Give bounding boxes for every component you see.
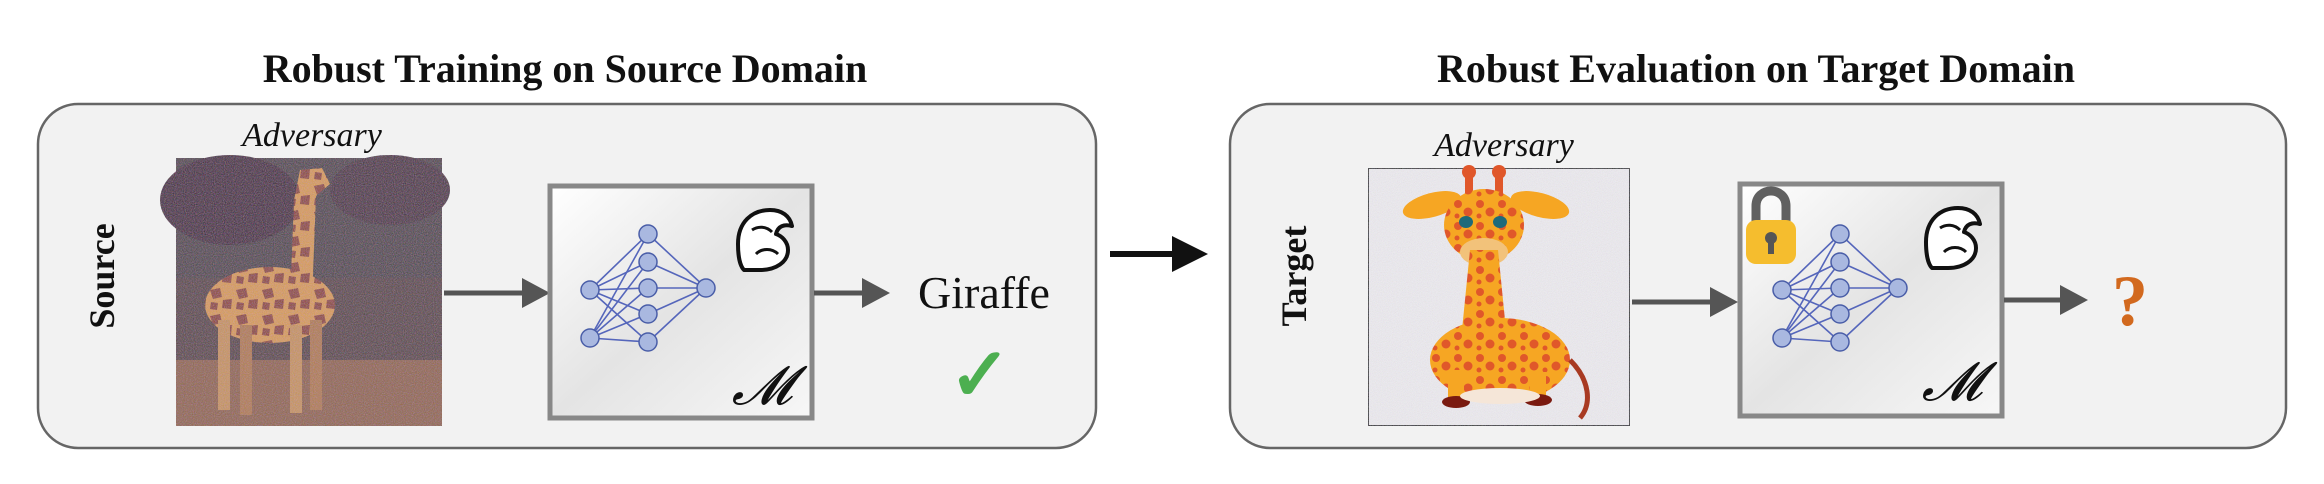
network-edge <box>589 261 649 291</box>
network-node <box>1830 224 1850 244</box>
network-edge <box>1781 287 1841 339</box>
network-edge <box>647 233 707 289</box>
network-node <box>638 332 658 352</box>
left-panel: Robust Training on Source Domain Source … <box>36 46 1098 450</box>
check-icon: ✓ <box>949 335 1011 417</box>
left-side-label: Source <box>82 223 122 328</box>
target-adversarial-image <box>1367 165 1631 427</box>
network-edge <box>589 287 649 339</box>
network-node <box>638 278 658 298</box>
network-icon <box>580 224 716 352</box>
network-node <box>1830 252 1850 272</box>
network-edge <box>1781 261 1841 291</box>
network-node <box>696 278 716 298</box>
network-node <box>1772 280 1792 300</box>
network-edge <box>589 233 649 339</box>
flexed-biceps-icon <box>736 208 794 272</box>
right-side-label: Target <box>1274 226 1314 327</box>
network-edge <box>589 233 649 291</box>
question-mark: ? <box>2112 261 2148 341</box>
flexed-biceps-icon <box>1924 206 1982 270</box>
network-node <box>1830 332 1850 352</box>
network-node <box>580 280 600 300</box>
left-adversary-label: Adversary <box>240 117 383 154</box>
right-panel: Robust Evaluation on Target Domain Targe… <box>1228 46 2288 450</box>
network-edge <box>589 313 649 339</box>
left-panel-title: Robust Training on Source Domain <box>263 46 868 91</box>
right-adversary-label: Adversary <box>1432 127 1575 164</box>
left-arrowhead-to-output <box>862 278 890 308</box>
network-edge <box>1839 287 1899 343</box>
network-node <box>1830 278 1850 298</box>
network-edge <box>1781 313 1841 339</box>
network-edge <box>1839 261 1899 289</box>
right-arrowhead-to-output <box>2060 285 2088 315</box>
network-edge <box>1781 289 1841 343</box>
left-output-label: Giraffe <box>918 267 1050 318</box>
right-arrow-icon <box>1110 236 1208 272</box>
network-edge <box>1781 261 1841 339</box>
network-edge <box>647 261 707 289</box>
left-model-box: 𝓜 <box>547 183 815 421</box>
network-edge <box>589 289 649 343</box>
network-icon <box>1772 224 1908 352</box>
right-model-box: 𝓜 <box>1737 181 2005 419</box>
network-edge <box>1839 287 1899 315</box>
network-node <box>638 252 658 272</box>
source-adversarial-image <box>160 155 450 426</box>
network-edge <box>1781 289 1841 315</box>
network-edge <box>589 261 649 339</box>
network-edge <box>647 287 707 315</box>
network-node <box>1772 328 1792 348</box>
network-node <box>1888 278 1908 298</box>
right-panel-title: Robust Evaluation on Target Domain <box>1437 46 2075 91</box>
network-edge <box>589 289 649 315</box>
padlock-icon <box>1746 186 1796 264</box>
left-arrowhead-to-model <box>522 278 550 308</box>
network-node <box>638 224 658 244</box>
right-arrowhead-to-model <box>1710 287 1738 317</box>
network-node <box>1830 304 1850 324</box>
network-edge <box>1781 233 1841 291</box>
network-edge <box>1839 233 1899 289</box>
network-edge <box>1781 233 1841 339</box>
network-edge <box>647 287 707 343</box>
network-node <box>580 328 600 348</box>
network-node <box>638 304 658 324</box>
